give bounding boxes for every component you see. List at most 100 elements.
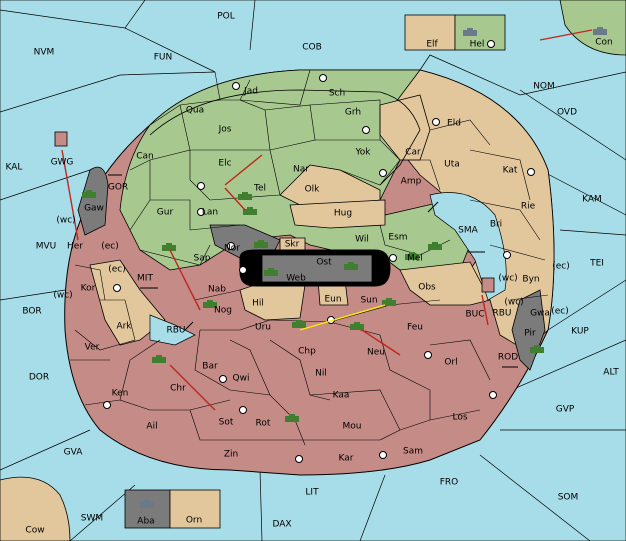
land-label: Rie <box>521 202 536 212</box>
coast-arrows <box>108 174 518 368</box>
land-label: Can <box>136 152 154 162</box>
supply-center-icon <box>239 266 247 274</box>
land-label: Rot <box>256 419 271 429</box>
land-label: Gur <box>157 208 174 218</box>
land-label: Gaw <box>84 204 104 214</box>
land-label: Pir <box>524 329 536 339</box>
sea-label: MIT <box>137 274 153 284</box>
ship-icon <box>140 500 154 508</box>
land-label: Chr <box>170 384 186 394</box>
supply-center-icon <box>489 391 497 399</box>
land-label: GWG <box>51 158 74 168</box>
move-arrow <box>224 154 263 186</box>
land-label: Orl <box>444 358 457 368</box>
land-label: Bri <box>490 220 502 230</box>
double-arrow-icon <box>427 201 439 213</box>
sea-label: NOM <box>533 82 555 92</box>
sea-label: KAM <box>582 195 602 205</box>
supply-center-icon <box>487 40 495 48</box>
coast-label: (ec) <box>101 242 119 252</box>
sea-label: SMA <box>458 226 478 236</box>
land-label: Eld <box>447 119 461 129</box>
sea-label: DAX <box>272 520 291 530</box>
supply-center-icon <box>379 451 387 459</box>
tank-icon <box>243 207 257 215</box>
army-units <box>82 27 607 508</box>
land-label: Sot <box>219 418 234 428</box>
supply-center-icon <box>432 118 440 126</box>
land-label: Car <box>405 148 421 158</box>
coast-label: (ec) <box>552 262 570 272</box>
land-label: Wil <box>355 235 369 245</box>
coast-label: (wc) <box>53 291 72 301</box>
tank-icon <box>254 240 268 248</box>
land-label: Ver <box>85 343 100 353</box>
sea-label: LIT <box>305 488 319 498</box>
land-label: Nab <box>208 285 226 295</box>
sea-label: ALT <box>603 368 619 378</box>
supply-center-icon <box>527 168 535 176</box>
sea-label: FUN <box>154 53 173 63</box>
territory-gaw <box>77 166 109 236</box>
land-label: Byn <box>522 275 539 285</box>
land-label: Amp <box>401 177 422 187</box>
sea-label: GVP <box>556 405 575 415</box>
land-label: Nog <box>214 306 232 316</box>
ship-icon <box>593 27 607 35</box>
tank-icon <box>530 345 544 353</box>
land-name-labels: Elf Hel Con Jad Sch Qua Jos Grh Eld Can … <box>25 38 612 536</box>
supply-center-icon <box>227 242 235 250</box>
move-arrow <box>481 294 489 326</box>
sea-label: ROD <box>498 353 518 363</box>
sea-label: NVM <box>34 48 55 58</box>
land-label: Hil <box>252 299 264 309</box>
sea-label: BOR <box>22 307 41 317</box>
sea-label: COB <box>302 43 322 53</box>
land-label: Sun <box>360 296 377 306</box>
land-label: Ail <box>146 422 157 432</box>
land-label: Lan <box>202 208 218 218</box>
tank-icon <box>82 190 96 198</box>
tank-icon <box>152 355 166 363</box>
supply-center-icon <box>113 284 121 292</box>
sea-label: GVA <box>64 448 84 458</box>
sea-name-labels: POL NVM FUN COB NOM OVD KAL KAM MVU GOR … <box>6 12 620 530</box>
land-label: Los <box>452 413 467 423</box>
tank-icon <box>382 298 396 306</box>
land-label: Gwa <box>530 309 550 319</box>
land-label: Nor <box>224 244 240 254</box>
coast-labels: (wc) (ec) (ec) (wc) (wc) (ec) (wc) (ec) <box>53 216 569 317</box>
land-label: Chp <box>298 347 316 357</box>
supply-center-icon <box>379 169 387 177</box>
supply-center-icon <box>362 126 370 134</box>
land-label: Ken <box>112 389 129 399</box>
territory-obs <box>399 261 491 306</box>
land-label: Mel <box>407 254 423 264</box>
move-arrow <box>61 149 79 241</box>
sea-sma <box>429 192 507 301</box>
territory-aba <box>124 489 171 529</box>
territory-elf <box>404 14 456 51</box>
sea-rbu-inlet <box>149 314 196 346</box>
land-label: Esm <box>388 233 407 243</box>
tank-icon <box>405 252 419 260</box>
coast-label: (wc) <box>498 274 517 284</box>
land-label: Sam <box>403 447 423 457</box>
coast-label: (wc) <box>56 216 75 226</box>
territory-web-ost-fill <box>261 254 373 283</box>
land-label: Her <box>67 242 83 252</box>
land-label: Con <box>595 38 613 48</box>
sea-label: KAL <box>6 163 23 173</box>
ship-icon <box>463 28 477 36</box>
supply-center-icon <box>503 251 511 259</box>
land-label: Qua <box>186 106 204 116</box>
land-label: Jos <box>218 125 232 135</box>
inner-border <box>149 89 421 186</box>
move-arrow <box>361 329 401 356</box>
tank-icon <box>162 243 176 251</box>
supply-center-icon <box>319 74 327 82</box>
land-label: Ark <box>116 322 132 332</box>
move-arrow <box>169 249 201 311</box>
